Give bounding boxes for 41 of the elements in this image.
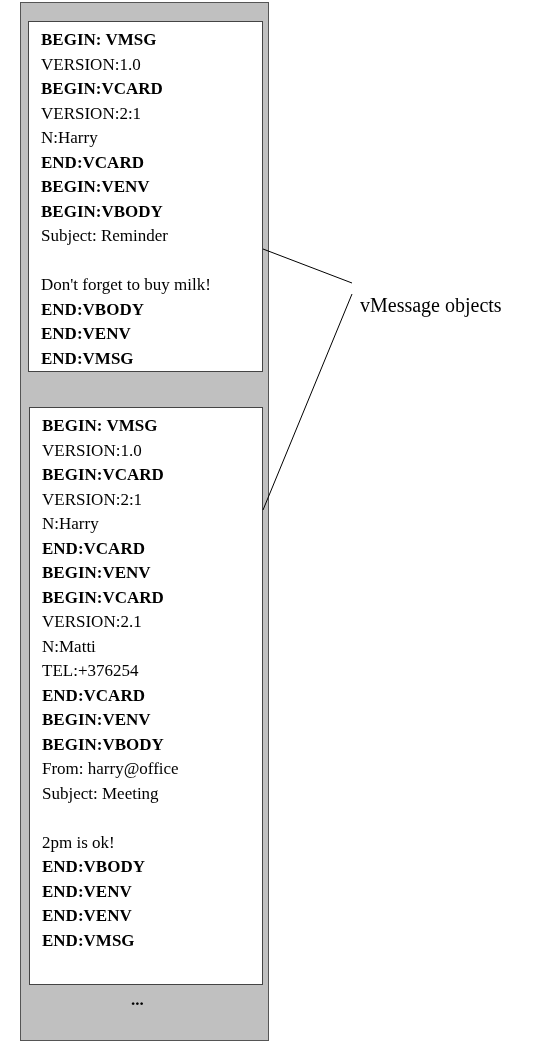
code-line: END:VBODY — [42, 856, 145, 878]
code-line: END:VMSG — [41, 347, 134, 370]
code-line: 2pm is ok! — [42, 831, 115, 854]
code-line: BEGIN: VMSG — [42, 415, 158, 437]
ellipsis: ... — [131, 989, 144, 1011]
code-line: N:Harry — [42, 513, 99, 535]
code-line: BEGIN:VENV — [41, 176, 150, 198]
code-line: BEGIN:VCARD — [41, 78, 163, 100]
code-line: END:VENV — [42, 905, 132, 927]
leader-line — [262, 293, 353, 511]
code-line: END:VCARD — [41, 151, 144, 174]
code-line: TEL:+376254 — [42, 660, 139, 682]
message-list-panel — [20, 2, 269, 1041]
message-box — [29, 407, 263, 985]
code-line: VERSION:1.0 — [41, 53, 141, 76]
callout-label: vMessage objects — [360, 293, 502, 319]
code-line: END:VBODY — [41, 298, 144, 321]
code-line: VERSION:1.0 — [42, 439, 142, 462]
message-box — [28, 21, 263, 372]
code-line: N:Harry — [41, 127, 98, 149]
code-line: N:Matti — [42, 635, 96, 658]
leader-line — [262, 248, 353, 284]
code-line: END:VCARD — [42, 684, 145, 707]
code-line: BEGIN:VCARD — [42, 464, 164, 486]
code-line: Subject: Reminder — [41, 225, 168, 247]
code-line: BEGIN:VENV — [42, 709, 151, 731]
code-line: Don't forget to buy milk! — [41, 274, 211, 296]
code-line: BEGIN:VENV — [42, 562, 151, 584]
code-line: END:VENV — [42, 880, 132, 903]
code-line: BEGIN:VBODY — [42, 733, 164, 756]
code-line: Subject: Meeting — [42, 782, 159, 805]
code-line: END:VCARD — [42, 537, 145, 560]
code-line: VERSION:2:1 — [42, 488, 143, 511]
code-line: From: harry@office — [42, 758, 179, 780]
code-line: END:VMSG — [42, 929, 135, 952]
code-line: VERSION:2:1 — [41, 102, 142, 125]
code-line: VERSION:2.1 — [42, 611, 142, 633]
code-line: BEGIN:VBODY — [41, 200, 163, 223]
code-line: BEGIN:VCARD — [42, 586, 164, 609]
code-line: BEGIN: VMSG — [41, 29, 157, 51]
code-line: END:VENV — [41, 323, 131, 345]
